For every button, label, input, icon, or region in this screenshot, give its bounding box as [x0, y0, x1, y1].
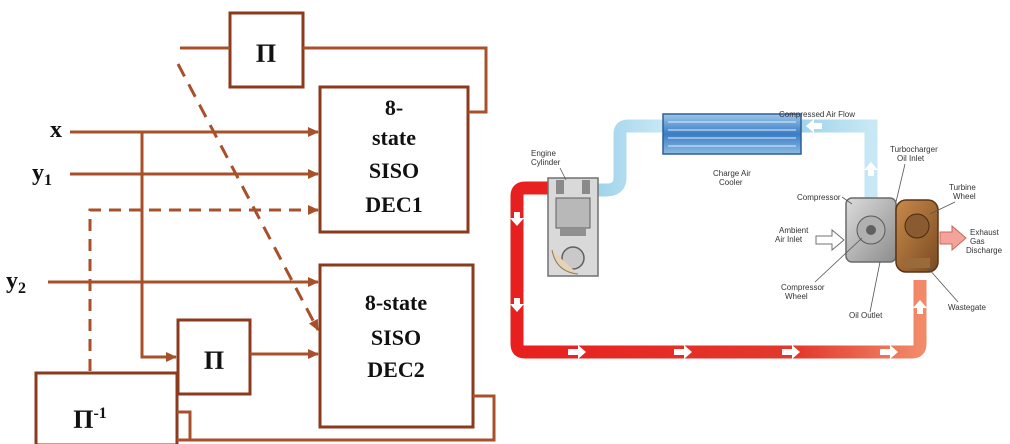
dec1-block — [318, 85, 470, 234]
dec2-label-line-3: DEC2 — [367, 357, 424, 382]
input-y1-label: y1 — [32, 160, 52, 189]
dec2-label-line-2: SISO — [371, 325, 421, 350]
dec1-label-line-3: SISO — [369, 158, 419, 183]
label-engine-cylinder-2: Cylinder — [531, 158, 561, 167]
label-compressor-wheel-2: Wheel — [785, 292, 808, 301]
label-turbocharger-oil-inlet-1: Turbocharger — [890, 145, 938, 154]
label-charge-air-cooler-1: Charge Air — [713, 169, 751, 178]
cooler-fins — [668, 121, 796, 147]
cooled-air-pipe — [596, 119, 664, 197]
engine-cylinder — [547, 177, 599, 277]
label-ambient-air-inlet-2: Air Inlet — [775, 235, 803, 244]
flow-arrows — [510, 119, 927, 359]
exhaust-loop-pipe — [510, 181, 927, 359]
label-engine-cylinder-1: Engine — [531, 149, 556, 158]
interleaver-top-block — [228, 11, 305, 89]
dec2-output-line — [177, 394, 496, 442]
dec1-label-line-4: DEC1 — [365, 192, 422, 217]
dec2-label-line-1: 8-state — [365, 290, 428, 315]
label-oil-outlet: Oil Outlet — [849, 311, 883, 320]
label-exhaust-3: Discharge — [966, 246, 1003, 255]
charge-air-cooler — [662, 113, 802, 155]
dec1-label-line-1: 8- — [385, 95, 403, 120]
label-ambient-air-inlet-1: Ambient — [779, 226, 809, 235]
leader-lines — [559, 163, 959, 313]
deinterleaver-label: Π-1 — [73, 405, 107, 434]
label-compressor-wheel-1: Compressor — [781, 283, 825, 292]
label-compressor: Compressor — [797, 193, 841, 202]
compressor-housing — [845, 197, 897, 263]
label-turbocharger-oil-inlet-2: Oil Inlet — [897, 154, 925, 163]
label-compressed-air-flow: Compressed Air Flow — [779, 110, 855, 119]
dec1-output-line — [303, 46, 488, 114]
label-exhaust-1: Exhaust — [970, 228, 1000, 237]
dec2-block — [318, 263, 475, 429]
compressed-air-pipe — [800, 119, 878, 200]
deinterleaver-block — [34, 371, 179, 444]
label-charge-air-cooler-2: Cooler — [719, 178, 743, 187]
interleaver-middle-block — [176, 318, 252, 396]
label-turbine-wheel-1: Turbine — [949, 183, 976, 192]
turbo-decoder-diagram: Π 8- state SISO DEC1 8-state SISO DEC2 Π… — [6, 11, 496, 444]
ambient-air-arrow — [815, 228, 845, 252]
interleaver-middle-label: Π — [204, 346, 224, 375]
exhaust-discharge-arrow — [939, 224, 967, 252]
turbocharger-diagram: Engine Cylinder Charge Air Cooler Compre… — [510, 110, 1003, 359]
label-wastegate: Wastegate — [948, 303, 986, 312]
interleaver-top-label: Π — [256, 39, 276, 68]
deinterleaver-input-line — [177, 410, 192, 440]
x-branch-line — [140, 132, 177, 362]
input-y2-label: y2 — [6, 268, 26, 297]
dashed-feedback-line — [88, 205, 319, 371]
dashed-interleaved-line — [176, 63, 320, 331]
label-exhaust-2: Gas — [970, 237, 985, 246]
turbine-housing — [895, 199, 939, 273]
label-turbine-wheel-2: Wheel — [953, 192, 976, 201]
dec1-label-line-2: state — [372, 125, 416, 150]
input-x-label: x — [50, 117, 62, 143]
